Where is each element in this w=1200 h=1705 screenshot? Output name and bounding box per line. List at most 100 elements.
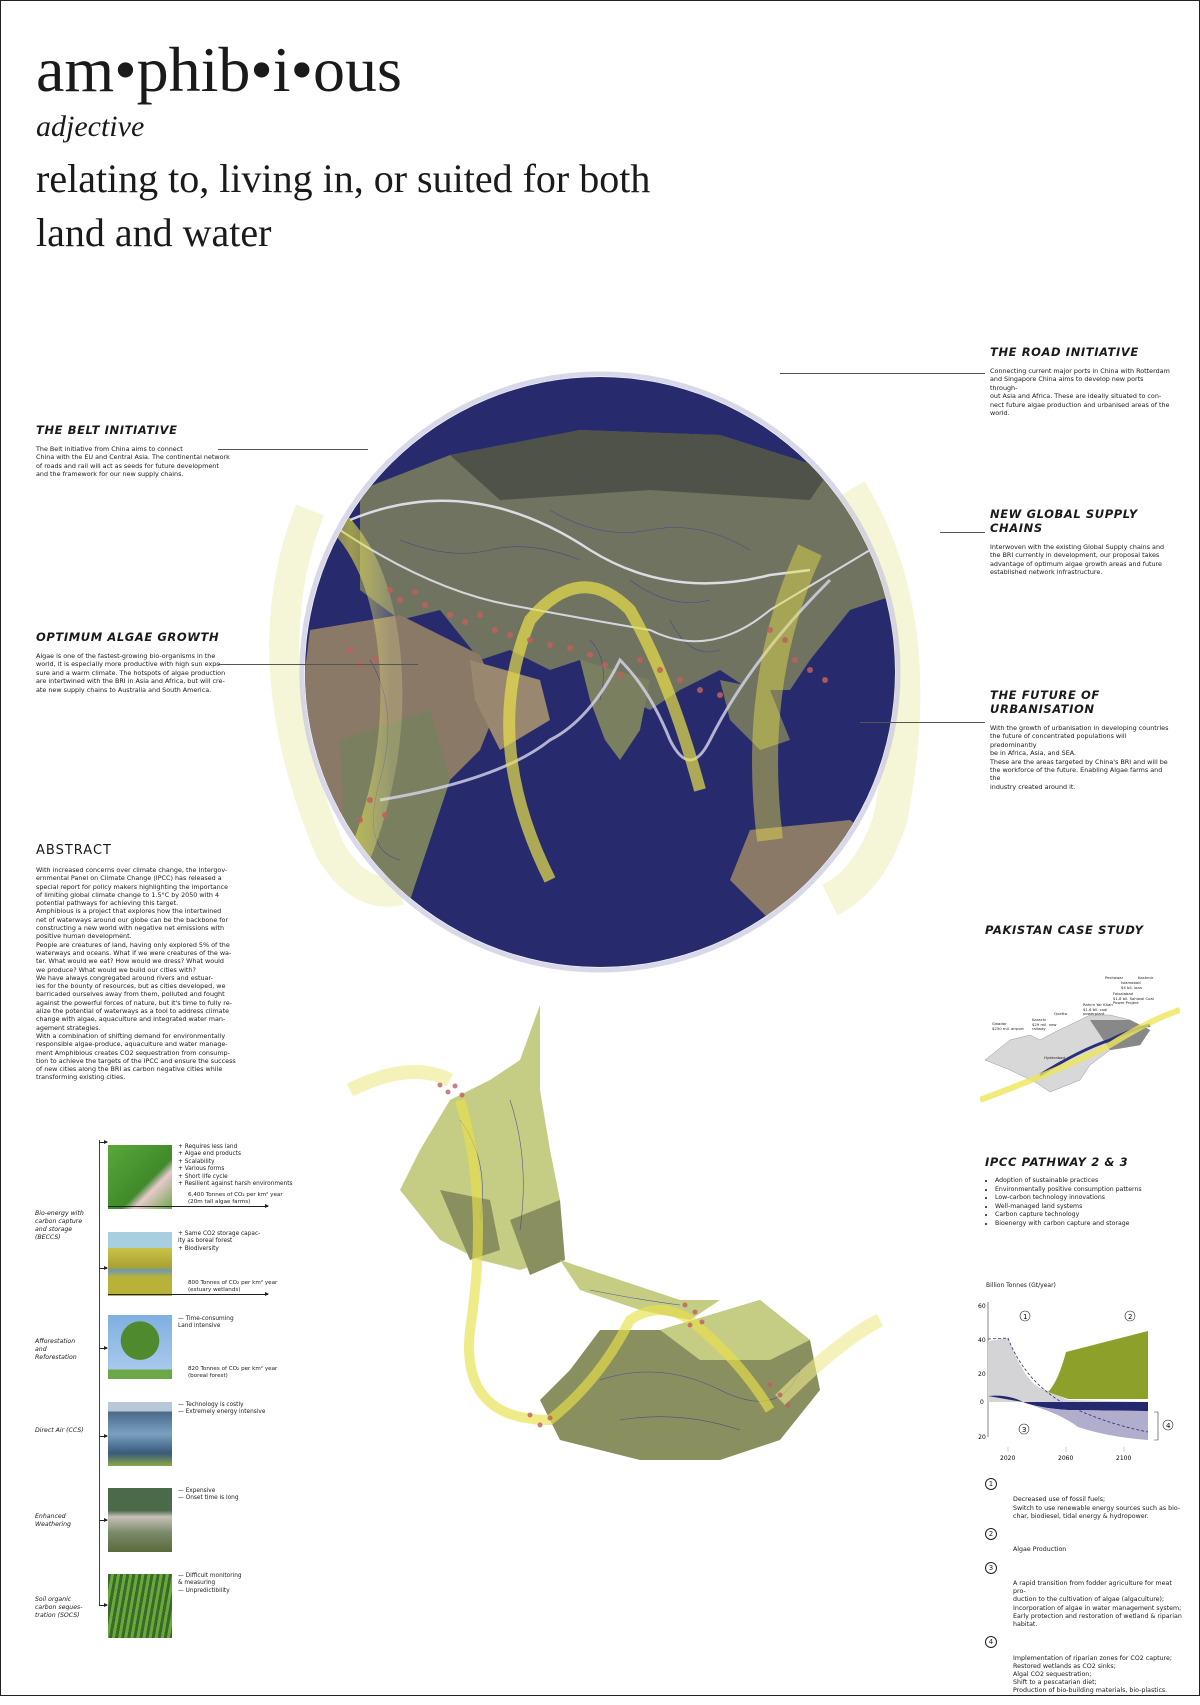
ipcc-item: Well-managed land systems	[995, 1203, 1185, 1212]
label-faisalabad: Faisalabad $1.8 bil. Sahiwal Coal Power …	[1113, 991, 1154, 1006]
urban-body: With the growth of urbanisation in devel…	[990, 724, 1169, 791]
section-road-initiative: THE ROAD INITIATIVE Connecting current m…	[990, 345, 1170, 417]
label-karachi: Karachi $29 mil. new railway	[1032, 1017, 1057, 1032]
section-abstract: ABSTRACT With increased concerns over cl…	[36, 843, 236, 1082]
svg-text:4: 4	[1166, 1422, 1171, 1430]
belt-body: The Belt initiative from China aims to c…	[36, 445, 230, 479]
svg-text:2020: 2020	[1000, 1455, 1015, 1462]
method-beccs-label: Bio-energy with carbon capture and stora…	[35, 1210, 84, 1241]
svg-text:2060: 2060	[1058, 1455, 1073, 1462]
ipcc-item: Bioenergy with carbon capture and storag…	[995, 1220, 1185, 1229]
belt-leader-line	[218, 449, 368, 450]
legend-text: A rapid transition from fodder agricultu…	[1013, 1580, 1182, 1629]
globe-illustration	[250, 360, 970, 980]
algae-notes: + Requires less land + Algae end product…	[178, 1144, 293, 1188]
algae-arrow	[108, 1204, 269, 1208]
weathering-notes: — Expensive — Onset time is long	[178, 1488, 239, 1502]
legend-item-1: 1 Decreased use of fossil fuels; Switch …	[985, 1478, 1185, 1521]
branch-arrow	[99, 1434, 108, 1438]
supply-leader-line	[940, 532, 985, 533]
svg-text:0: 0	[980, 1399, 984, 1406]
legend-text: Algae Production	[1013, 1546, 1067, 1554]
method-afforestation-label: Afforestation and Reforestation	[35, 1338, 77, 1361]
direct-air-capture-image	[108, 1402, 172, 1466]
svg-text:3: 3	[1022, 1426, 1026, 1434]
urban-title: THE FUTURE OF URBANISATION	[990, 688, 1100, 716]
ipcc-item: Carbon capture technology	[995, 1211, 1185, 1220]
belt-title: THE BELT INITIATIVE	[36, 423, 178, 437]
emissions-chart: Billion Tonnes (Gt/year) 60 40 20 0 -20 …	[978, 1282, 1178, 1462]
svg-text:1: 1	[1023, 1313, 1027, 1321]
label-peshawar: Peshawar	[1105, 975, 1124, 980]
forest-notes: — Time-consuming Land intensive	[178, 1316, 234, 1330]
svg-text:2100: 2100	[1116, 1455, 1131, 1462]
wetland-rate: 800 Tonnes of CO₂ per km² year (estuary …	[188, 1280, 278, 1293]
chart-ylabel: Billion Tonnes (Gt/year)	[986, 1282, 1056, 1289]
legend-item-3: 3 A rapid transition from fodder agricul…	[985, 1561, 1185, 1630]
pakistan-map: Gwadar $250 mil. airport Karachi $29 mil…	[980, 920, 1180, 1120]
section-pakistan: PAKISTAN CASE STUDY	[985, 923, 1144, 945]
wetland-notes: + Same CO2 storage capac- ity as boreal …	[178, 1231, 261, 1252]
svg-text:60: 60	[978, 1303, 986, 1310]
algae-leader-line	[218, 664, 418, 665]
socs-notes: — Difficult monitoring & measuring — Unp…	[178, 1573, 242, 1594]
tree-trunk-line	[99, 1140, 100, 1605]
urban-leader-line	[860, 722, 985, 723]
algae-title: OPTIMUM ALGAE GROWTH	[36, 630, 220, 644]
number-1-icon: 1	[985, 1478, 997, 1490]
page-title: am•phib•i•ous	[36, 34, 402, 105]
number-3-icon: 3	[985, 1561, 997, 1574]
label-kashmir: Kashmir	[1138, 975, 1154, 980]
number-4-icon: 4	[985, 1636, 997, 1649]
part-of-speech: adjective	[36, 110, 145, 143]
algae-rate: 6,400 Tonnes of CO₂ per km² year (20m ta…	[188, 1192, 283, 1205]
svg-text:40: 40	[978, 1337, 986, 1344]
label-gwadar: Gwadar $250 mil. airport	[992, 1021, 1024, 1031]
algae-farm-image	[108, 1145, 172, 1209]
svg-text:20: 20	[978, 1371, 986, 1378]
method-socs-label: Soil organic carbon seques-tration (SOCS…	[35, 1596, 83, 1619]
tree-image	[108, 1315, 172, 1379]
branch-arrow	[99, 1518, 108, 1522]
method-enhanced-weathering-label: Enhanced Weathering	[35, 1513, 71, 1528]
label-quetta: Quetta	[1054, 1011, 1068, 1016]
branch-line	[99, 1140, 108, 1144]
branch-arrow	[99, 1603, 108, 1607]
supply-body: Interwoven with the existing Global Supp…	[990, 543, 1165, 577]
ipcc-item: Environmentally positive consumption pat…	[995, 1186, 1185, 1195]
enhanced-weathering-image	[108, 1488, 172, 1552]
legend-text: Implementation of riparian zones for CO2…	[1013, 1654, 1173, 1695]
legend-item-2: 2 Algae Production	[985, 1528, 1185, 1555]
abstract-body: With increased concerns over climate cha…	[36, 866, 236, 1082]
section-future-urbanisation: THE FUTURE OF URBANISATION With the grow…	[990, 688, 1170, 791]
label-hyderabad: Hyderabad	[1044, 1055, 1065, 1060]
branch-arrow	[99, 1346, 108, 1350]
section-belt-initiative: THE BELT INITIATIVE The Belt initiative …	[36, 423, 236, 479]
road-body: Connecting current major ports in China …	[990, 367, 1170, 418]
number-2-icon: 2	[985, 1528, 997, 1541]
svg-text:2: 2	[1128, 1313, 1132, 1321]
ipcc-item: Adoption of sustainable practices	[995, 1177, 1185, 1186]
label-islamabad: Islamabad $4 bil. loan	[1121, 980, 1143, 990]
dac-notes: — Technology is costly — Extremely energ…	[178, 1402, 266, 1416]
cdr-methods-diagram: Bio-energy with carbon capture and stora…	[30, 1140, 300, 1640]
abstract-title: ABSTRACT	[36, 843, 112, 858]
section-optimum-algae: OPTIMUM ALGAE GROWTH Algae is one of the…	[36, 630, 236, 694]
wetland-arrow	[108, 1292, 269, 1296]
method-direct-air-label: Direct Air (CCS)	[35, 1427, 84, 1434]
wetland-image	[108, 1232, 172, 1296]
section-supply-chains: NEW GLOBAL SUPPLY CHAINS Interwoven with…	[990, 507, 1170, 577]
pakistan-title: PAKISTAN CASE STUDY	[985, 923, 1144, 937]
ipcc-item: Low-carbon technology innovations	[995, 1194, 1185, 1203]
ipcc-title: IPCC PATHWAY 2 & 3	[985, 1155, 1129, 1169]
legend-text: Decreased use of fossil fuels; Switch to…	[1013, 1496, 1181, 1520]
americas-illustration	[340, 1000, 900, 1470]
definition: relating to, living in, or suited for bo…	[36, 156, 651, 255]
svg-text:-20: -20	[978, 1434, 986, 1441]
chart-legend: 1 Decreased use of fossil fuels; Switch …	[985, 1478, 1185, 1705]
road-title: THE ROAD INITIATIVE	[990, 345, 1139, 359]
section-ipcc-pathway: IPCC PATHWAY 2 & 3 Adoption of sustainab…	[985, 1155, 1185, 1229]
supply-title: NEW GLOBAL SUPPLY CHAINS	[990, 507, 1138, 535]
label-rahim-yar-khan: Rahim Yar Khan $1.6 bil. coal powerplant	[1083, 1002, 1113, 1017]
algae-body: Algae is one of the fastest-growing bio-…	[36, 652, 226, 694]
